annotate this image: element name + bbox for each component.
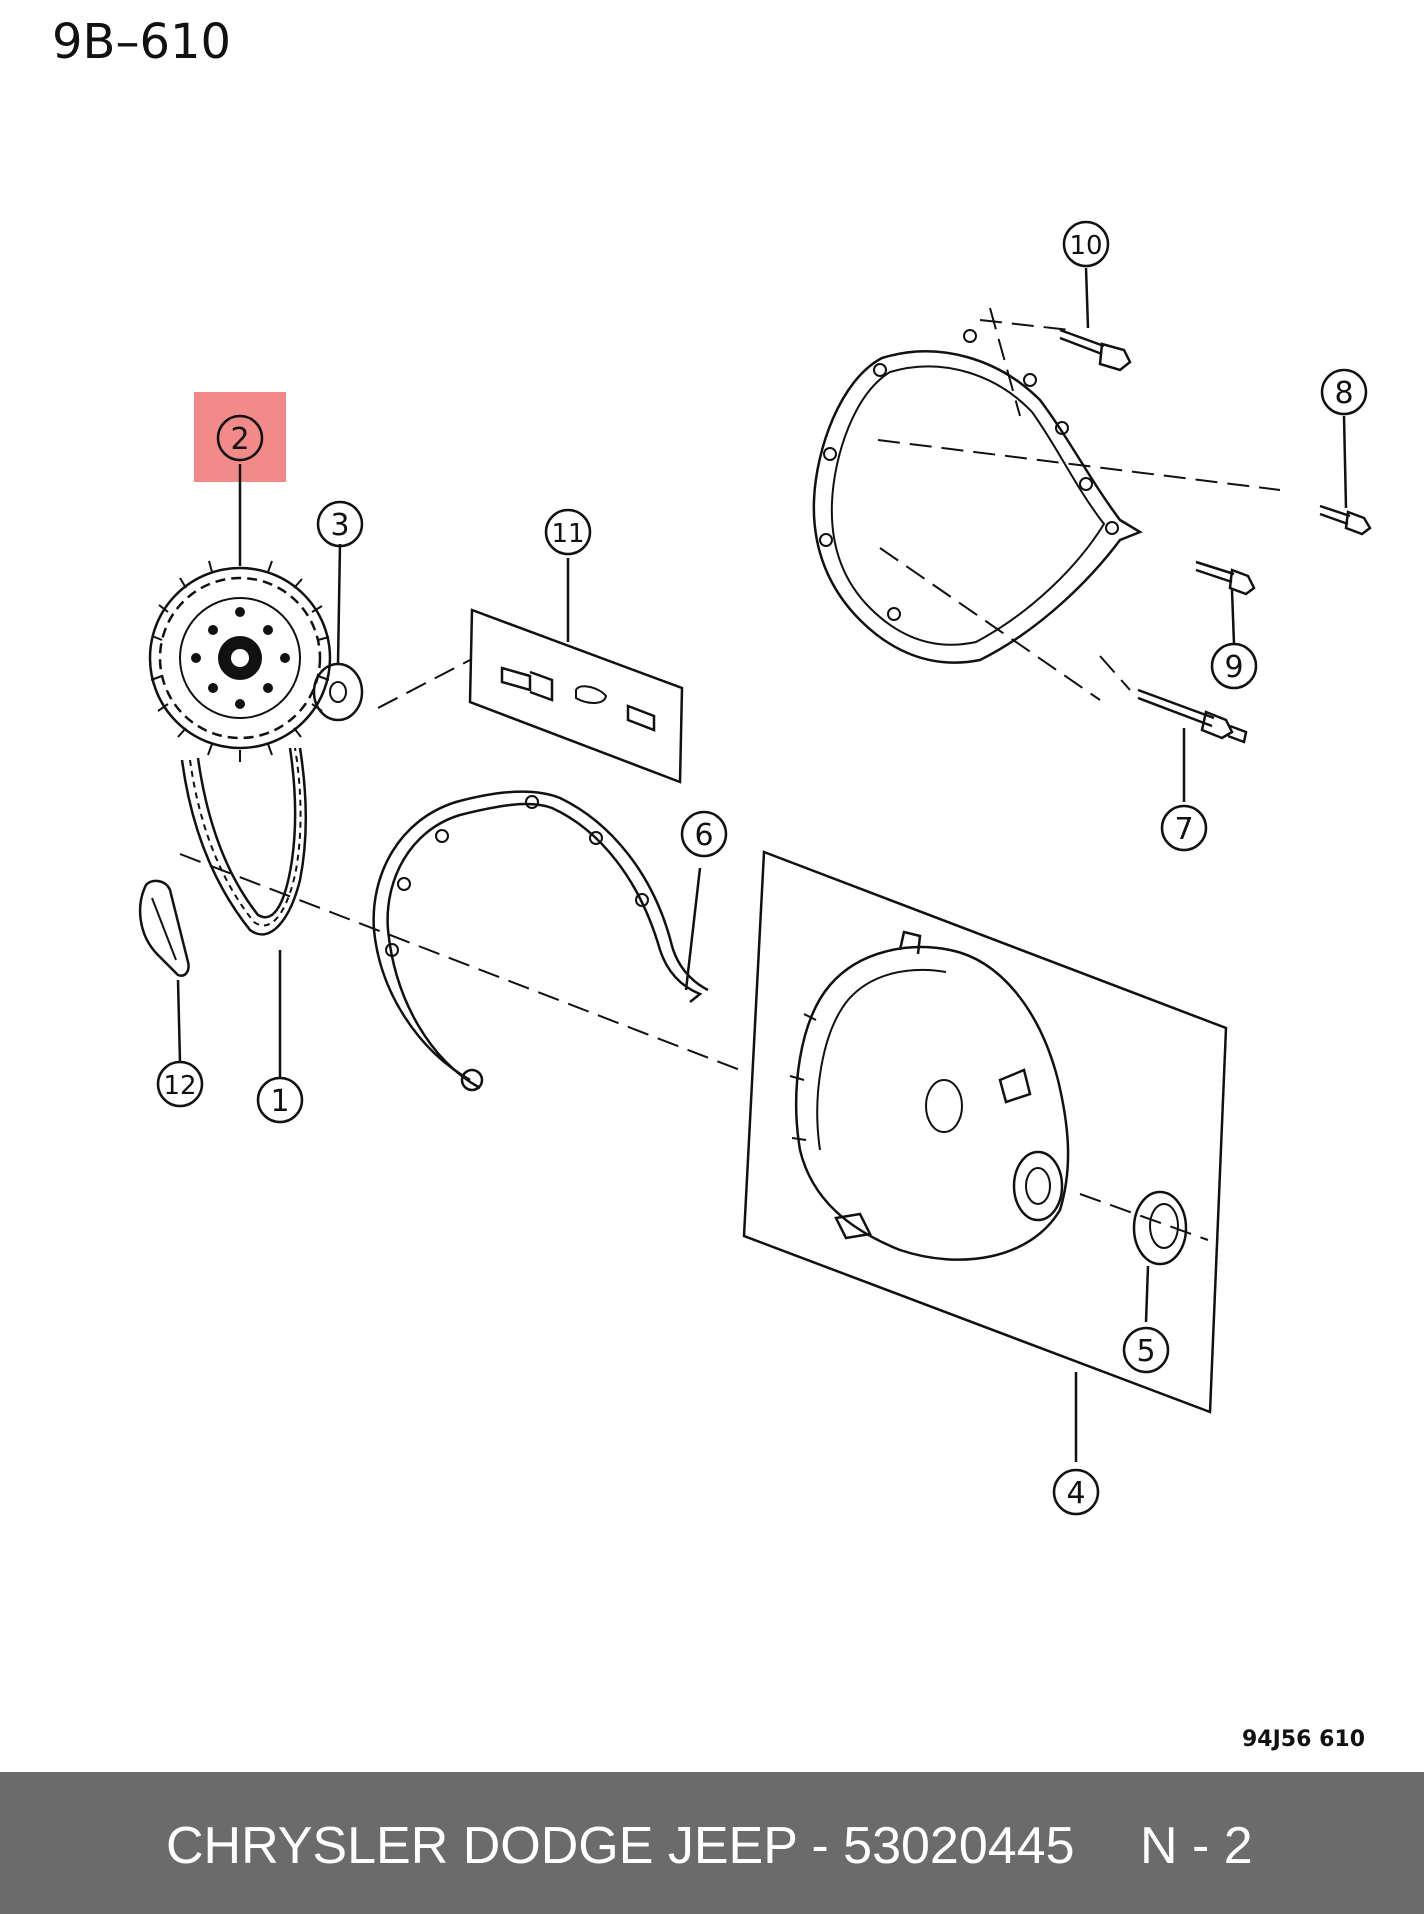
callout-12-label: 12	[163, 1071, 196, 1101]
sprocket-washer	[312, 662, 364, 722]
callout-6-label: 6	[694, 818, 713, 853]
chain-tensioner	[138, 879, 190, 977]
callout-3-label: 3	[330, 508, 349, 543]
callout-8: 8	[1320, 368, 1368, 416]
timing-cover	[789, 930, 1070, 1261]
callout-11: 11	[544, 508, 592, 556]
page-code: 9B–610	[52, 14, 232, 70]
callout-10-label: 10	[1069, 231, 1102, 261]
drawing-code: 94J56 610	[1242, 1727, 1365, 1752]
timing-chain	[180, 747, 308, 936]
bolt-8	[1319, 504, 1372, 536]
callout-9: 9	[1210, 642, 1258, 690]
centerlines	[179, 307, 1281, 1241]
cover-gasket-upper	[812, 329, 1143, 664]
callout-1-label: 1	[270, 1084, 289, 1119]
callout-6: 6	[680, 810, 728, 858]
bolt-10	[1059, 328, 1132, 372]
callout-3: 3	[316, 500, 364, 548]
callout-5: 5	[1122, 1326, 1170, 1374]
callout-10: 10	[1062, 220, 1110, 268]
callout-7: 7	[1160, 804, 1208, 852]
footer-brand-part: CHRYSLER DODGE JEEP - 53020445	[166, 1817, 1075, 1875]
timing-cover-gasket	[372, 790, 709, 1092]
callout-8-label: 8	[1334, 376, 1353, 411]
stud-7	[1137, 688, 1248, 744]
exploded-parts-diagram: 1 2 3 4 5 6 7 8 9 10 11 12	[138, 220, 1372, 1516]
callout-2-label: 2	[230, 422, 249, 457]
leader-lines	[176, 267, 1348, 1462]
callout-4-label: 4	[1066, 1476, 1085, 1511]
timing-sprocket	[148, 554, 332, 762]
callout-1: 1	[256, 1076, 304, 1124]
footer-page-ref: N - 2	[1140, 1817, 1253, 1875]
callout-7-label: 7	[1174, 812, 1193, 847]
footer-bar	[0, 1772, 1424, 1914]
callout-11-label: 11	[551, 519, 584, 549]
callout-4: 4	[1052, 1468, 1100, 1516]
callout-9-label: 9	[1224, 650, 1243, 685]
callout-2: 2	[216, 414, 264, 462]
callout-5-label: 5	[1136, 1334, 1155, 1369]
bolt-kit-box	[377, 608, 684, 784]
crankshaft-oil-seal	[1132, 1190, 1188, 1266]
bolt-9	[1195, 560, 1256, 596]
callout-12: 12	[156, 1060, 204, 1108]
timing-cover-box	[742, 850, 1228, 1414]
